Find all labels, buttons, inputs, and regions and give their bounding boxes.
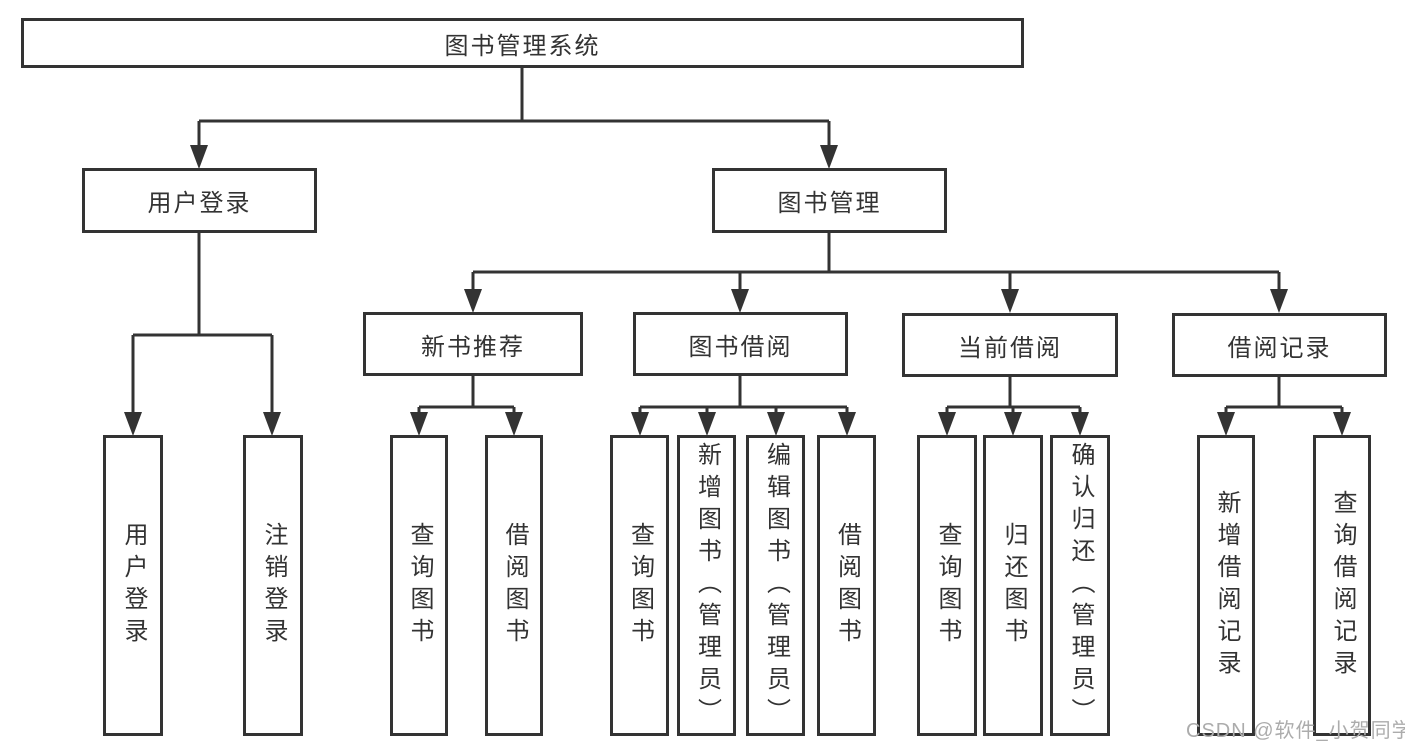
leaf-user-login-label: 用户登录 — [120, 521, 147, 650]
leaf-return-books: 归还图书 — [983, 435, 1043, 736]
connector-book-management-to-level3 — [464, 233, 1288, 313]
node-book-borrow-label: 图书借阅 — [688, 333, 793, 361]
leaf-borrow-books-borrow-label: 借阅图书 — [833, 521, 861, 650]
node-root-system: 图书管理系统 — [21, 18, 1024, 68]
leaf-query-books-borrow-label: 查询图书 — [626, 521, 654, 650]
node-current-borrow-label: 当前借阅 — [958, 334, 1062, 362]
leaf-confirm-return-admin: 确认归还（管理员） — [1050, 435, 1110, 736]
leaf-add-books-admin: 新增图书（管理员） — [677, 435, 736, 736]
leaf-add-books-admin-label: 新增图书（管理员） — [693, 441, 721, 730]
node-borrow-records-label: 借阅记录 — [1227, 334, 1332, 362]
leaf-borrow-books-recommend-label: 借阅图书 — [501, 521, 528, 650]
watermark: CSDN @软件_小贺同学 — [1186, 720, 1405, 742]
node-book-management-label: 图书管理 — [777, 190, 882, 217]
leaf-logout: 注销登录 — [243, 435, 303, 736]
leaf-return-books-label: 归还图书 — [1000, 521, 1027, 650]
connector-current-borrow-to-leaves — [938, 377, 1089, 436]
leaf-query-borrow-record: 查询借阅记录 — [1313, 435, 1371, 736]
connector-book-borrow-to-leaves — [631, 376, 856, 436]
leaf-query-borrow-record-label: 查询借阅记录 — [1329, 489, 1356, 682]
leaf-user-login: 用户登录 — [103, 435, 163, 736]
node-book-borrow: 图书借阅 — [633, 312, 848, 376]
leaf-query-books-current-label: 查询图书 — [934, 521, 961, 650]
node-new-book-recommend: 新书推荐 — [363, 312, 583, 376]
connector-new-book-recommend-to-leaves — [410, 376, 523, 436]
leaf-edit-books-admin-label: 编辑图书（管理员） — [762, 441, 790, 730]
leaf-query-books-recommend: 查询图书 — [390, 435, 448, 736]
node-user-login: 用户登录 — [82, 168, 317, 233]
leaf-add-borrow-record: 新增借阅记录 — [1197, 435, 1255, 736]
leaf-confirm-return-admin-label: 确认归还（管理员） — [1067, 441, 1094, 730]
node-current-borrow: 当前借阅 — [902, 313, 1118, 377]
node-book-management: 图书管理 — [712, 168, 947, 233]
leaf-query-books-current: 查询图书 — [917, 435, 977, 736]
leaf-query-books-recommend-label: 查询图书 — [406, 521, 433, 650]
leaf-edit-books-admin: 编辑图书（管理员） — [746, 435, 805, 736]
leaf-query-books-borrow: 查询图书 — [610, 435, 669, 736]
node-borrow-records: 借阅记录 — [1172, 313, 1387, 377]
leaf-add-borrow-record-label: 新增借阅记录 — [1213, 489, 1240, 682]
leaf-borrow-books-recommend: 借阅图书 — [485, 435, 543, 736]
node-root-system-label: 图书管理系统 — [444, 32, 601, 60]
node-new-book-recommend-label: 新书推荐 — [421, 333, 525, 361]
leaf-borrow-books-borrow: 借阅图书 — [817, 435, 876, 736]
node-user-login-label: 用户登录 — [147, 190, 252, 217]
connector-borrow-records-to-leaves — [1217, 377, 1351, 436]
connector-root-to-level2 — [190, 68, 838, 169]
leaf-logout-label: 注销登录 — [260, 521, 287, 650]
connector-user-login-to-leaves — [124, 233, 281, 436]
